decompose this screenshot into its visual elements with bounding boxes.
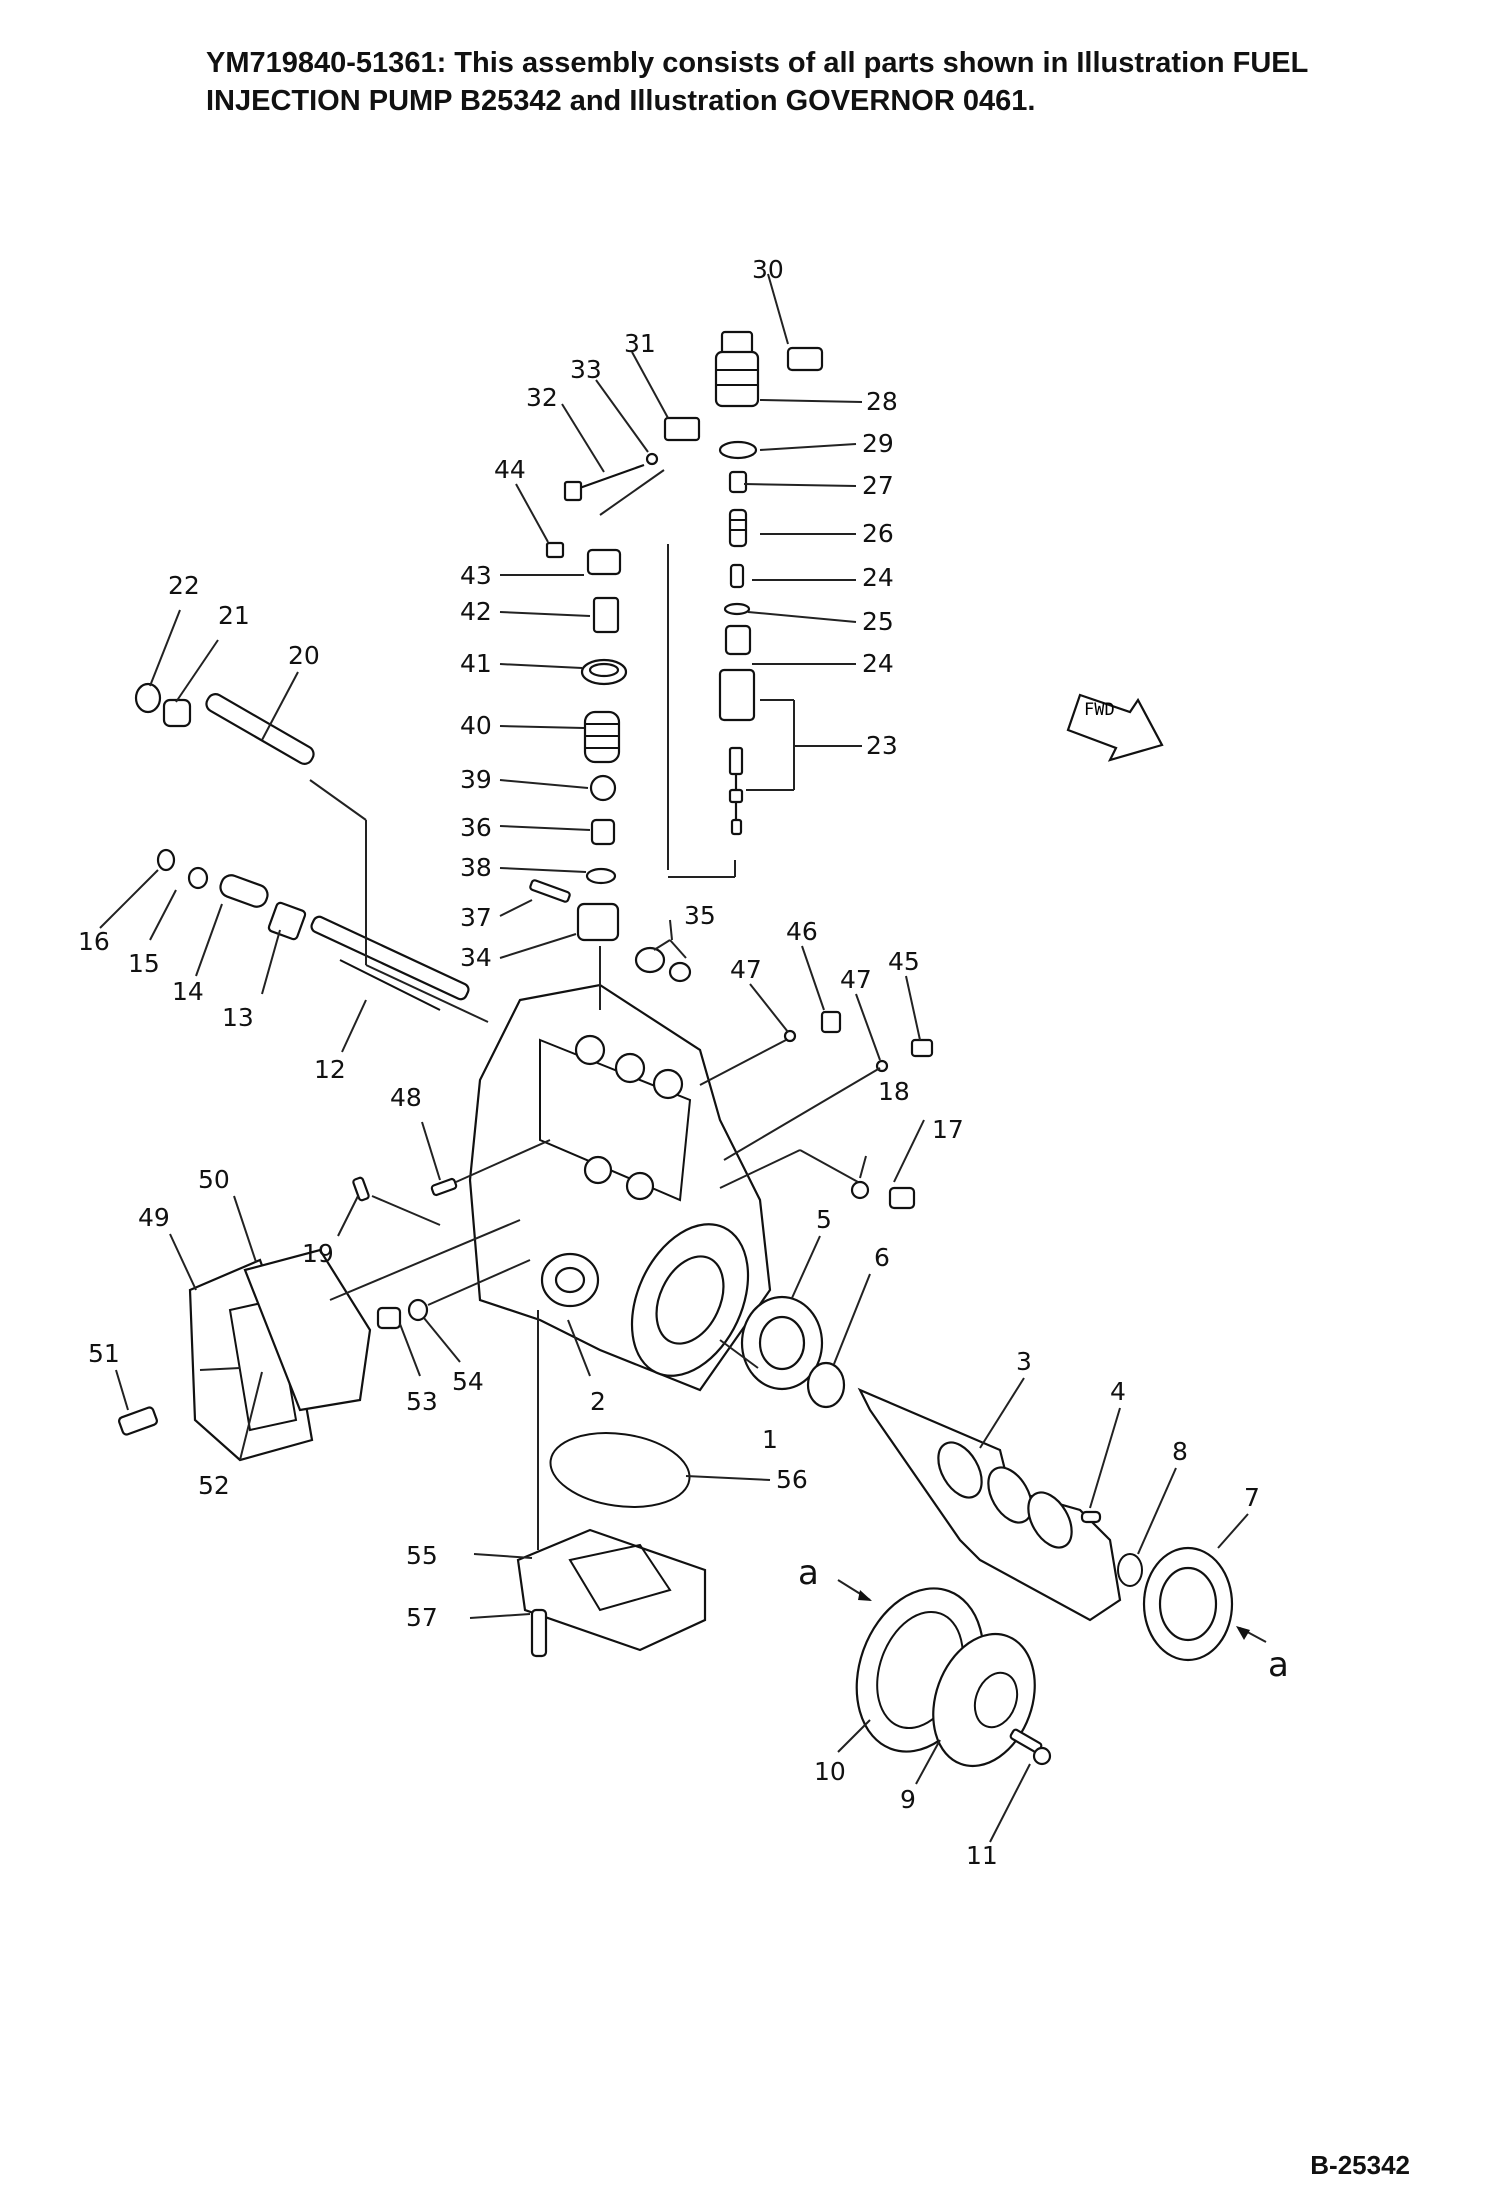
callout-15: 15 [128, 949, 160, 978]
callout-40: 40 [460, 711, 492, 740]
callout-43: 43 [460, 561, 492, 590]
callout-19: 19 [302, 1239, 334, 1268]
callout-48: 48 [390, 1083, 422, 1112]
callout-4: 4 [1110, 1377, 1126, 1406]
callout-11: 11 [966, 1841, 998, 1870]
callout-42: 42 [460, 597, 492, 626]
callout-35: 35 [684, 901, 716, 930]
callout-7: 7 [1244, 1483, 1260, 1512]
forward-direction-badge: FWD [1084, 700, 1115, 720]
callout-20: 20 [288, 641, 320, 670]
callout-51: 51 [88, 1339, 120, 1368]
callout-labels: 1 2 3 4 5 6 7 8 9 10 11 12 13 14 15 16 1… [78, 255, 1289, 1870]
callout-26: 26 [862, 519, 894, 548]
callout-57: 57 [406, 1603, 438, 1632]
callout-22: 22 [168, 571, 200, 600]
drawing-code: B-25342 [1310, 2150, 1410, 2180]
title-line-2: INJECTION PUMP B25342 and Illustration G… [206, 85, 1036, 117]
callout-14: 14 [172, 977, 204, 1006]
callout-34: 34 [460, 943, 492, 972]
callout-23: 23 [866, 731, 898, 760]
callout-3: 3 [1016, 1347, 1032, 1376]
callout-18: 18 [878, 1077, 910, 1106]
callout-39: 39 [460, 765, 492, 794]
callout-50: 50 [198, 1165, 230, 1194]
callout-16: 16 [78, 927, 110, 956]
callout-10: 10 [814, 1757, 846, 1786]
callout-1: 1 [762, 1425, 778, 1454]
callout-24a: 24 [862, 563, 894, 592]
callout-33: 33 [570, 355, 602, 384]
callout-5: 5 [816, 1205, 832, 1234]
callout-13: 13 [222, 1003, 254, 1032]
callout-30: 30 [752, 255, 784, 284]
callout-46: 46 [786, 917, 818, 946]
callout-27: 27 [862, 471, 894, 500]
callout-25: 25 [862, 607, 894, 636]
callout-9: 9 [900, 1785, 916, 1814]
leader-lines [99, 273, 1249, 1843]
callout-31: 31 [624, 329, 656, 358]
callout-12: 12 [314, 1055, 346, 1084]
view-marker-a-right: a [1268, 1645, 1289, 1685]
callout-21: 21 [218, 601, 250, 630]
view-marker-a-left: a [798, 1553, 819, 1593]
callout-28: 28 [866, 387, 898, 416]
callout-2: 2 [590, 1387, 606, 1416]
callout-29: 29 [862, 429, 894, 458]
callout-8: 8 [1172, 1437, 1188, 1466]
callout-49: 49 [138, 1203, 170, 1232]
callout-32: 32 [526, 383, 558, 412]
callout-38: 38 [460, 853, 492, 882]
callout-44: 44 [494, 455, 526, 484]
callout-24b: 24 [862, 649, 894, 678]
callout-41: 41 [460, 649, 492, 678]
callout-36: 36 [460, 813, 492, 842]
callout-17: 17 [932, 1115, 964, 1144]
diagram-title: YM719840-51361: This assembly consists o… [206, 44, 1406, 120]
callout-55: 55 [406, 1541, 438, 1570]
callout-47b: 47 [840, 965, 872, 994]
callout-6: 6 [874, 1243, 890, 1272]
part-drawings [118, 330, 1267, 1768]
callout-37: 37 [460, 903, 492, 932]
callout-53: 53 [406, 1387, 438, 1416]
callout-47a: 47 [730, 955, 762, 984]
callout-52: 52 [198, 1471, 230, 1500]
callout-45: 45 [888, 947, 920, 976]
callout-54: 54 [452, 1367, 484, 1396]
title-line-1: YM719840-51361: This assembly consists o… [206, 47, 1309, 79]
callout-56: 56 [776, 1465, 808, 1494]
